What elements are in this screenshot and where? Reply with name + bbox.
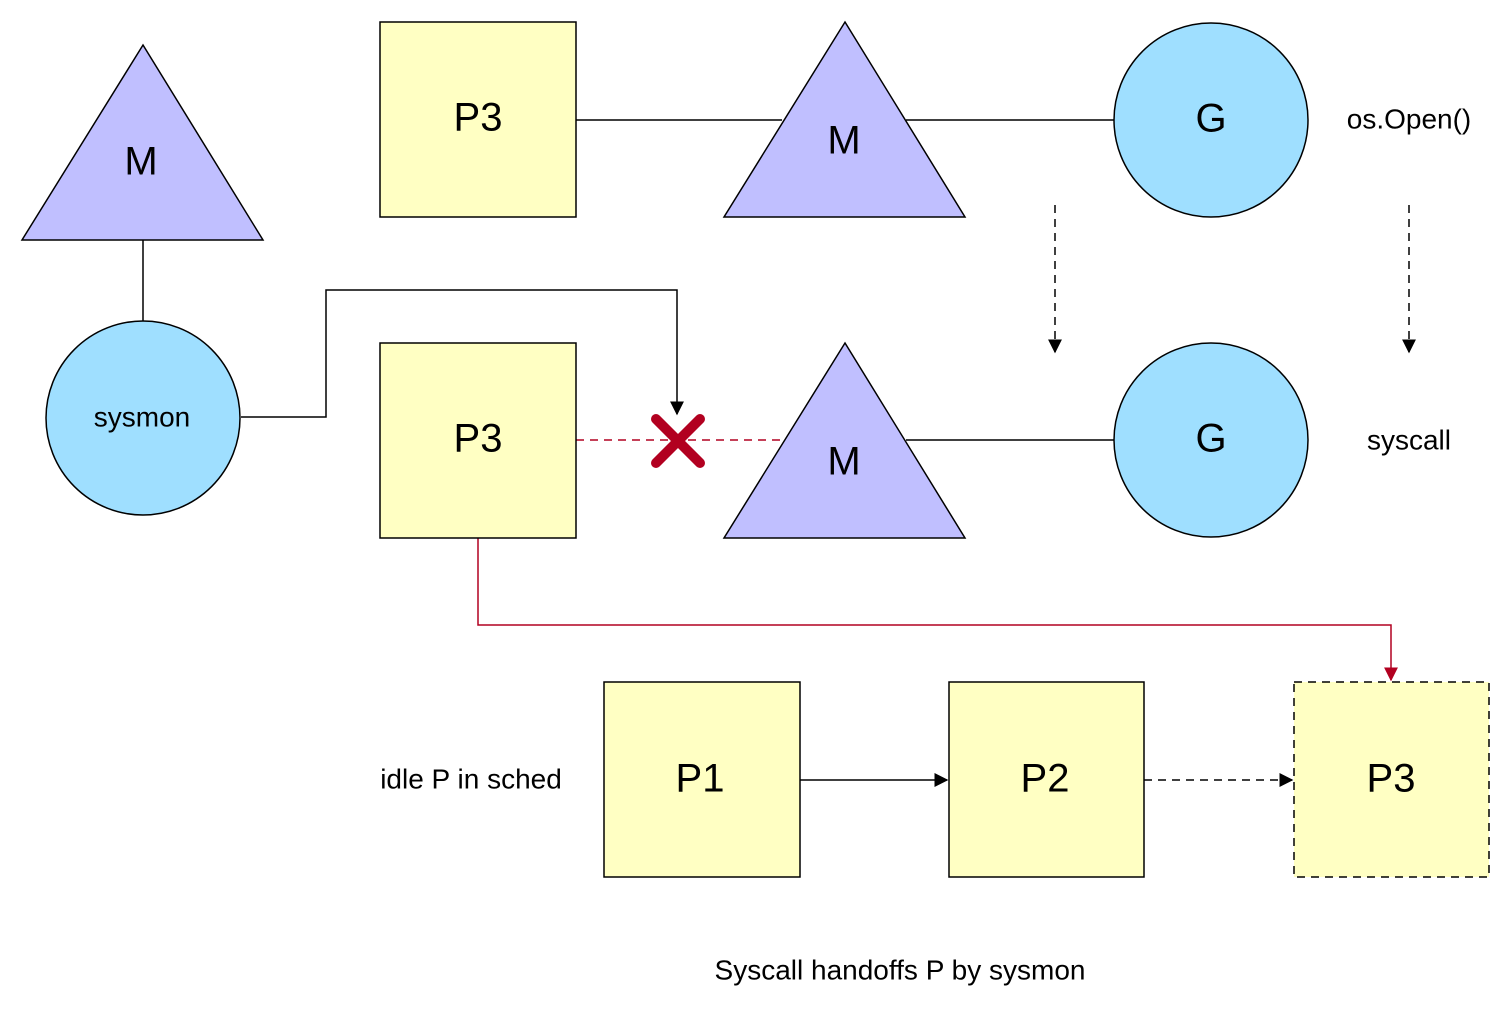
idle-processor-p1-label: P1 <box>676 757 725 801</box>
mid-processor-node: P3 <box>379 342 577 539</box>
os-open-label: os.Open() <box>1347 103 1472 134</box>
mid-machine-label: M <box>827 440 860 484</box>
syscall-label: syscall <box>1367 424 1451 455</box>
top-machine-label: M <box>827 119 860 163</box>
sysmon-machine-label: M <box>124 140 157 184</box>
mid-goroutine-label: G <box>1195 417 1226 461</box>
mid-goroutine-node: G <box>1113 342 1309 538</box>
top-processor-label: P3 <box>454 96 503 140</box>
idle-processor-p1: P1 <box>603 681 801 878</box>
mid-machine-node: M <box>722 341 967 539</box>
idle-processor-p2-label: P2 <box>1021 757 1070 801</box>
idle-queue-label: idle P in sched <box>380 763 562 794</box>
top-goroutine-label: G <box>1195 97 1226 141</box>
sysmon-label: sysmon <box>94 401 190 432</box>
sysmon-machine-node: M <box>20 43 265 241</box>
idle-processor-p3-label: P3 <box>1367 757 1416 801</box>
mid-processor-label: P3 <box>454 417 503 461</box>
handoff-cut-icon <box>651 414 705 468</box>
sysmon-node: sysmon <box>45 320 241 516</box>
top-processor-node: P3 <box>379 21 577 218</box>
idle-processor-p2: P2 <box>948 681 1145 878</box>
top-machine-node: M <box>722 20 967 218</box>
idle-processor-p3: P3 <box>1293 681 1490 878</box>
edge-sysmon-to-handoff <box>241 289 684 418</box>
diagram-caption: Syscall handoffs P by sysmon <box>715 954 1086 985</box>
top-goroutine-node: G <box>1113 22 1309 218</box>
edge-mid-p3-to-idle-p3 <box>477 538 1398 682</box>
